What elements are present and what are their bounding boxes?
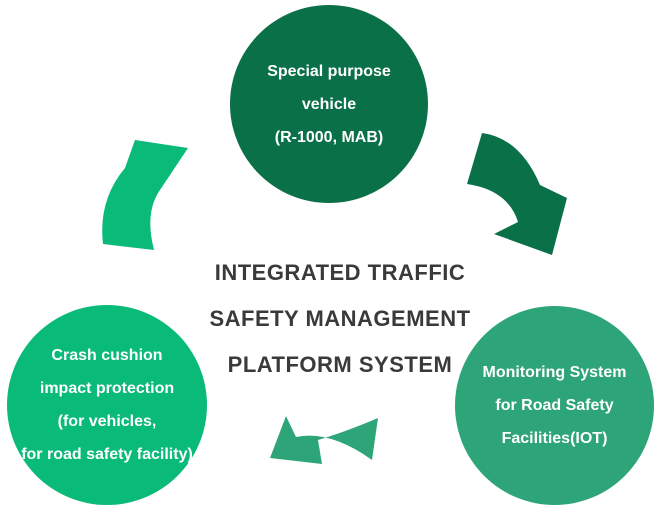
node-left-line-4: for road safety facility) <box>21 446 193 463</box>
center-title: INTEGRATED TRAFFIC SAFETY MANAGEMENT PLA… <box>150 250 530 388</box>
node-top-line-1: Special purpose <box>267 62 391 80</box>
arrow-top-to-right <box>467 133 567 255</box>
center-title-line-1: INTEGRATED TRAFFIC <box>214 260 466 285</box>
node-crash-cushion: Crash cushion impact protection (for veh… <box>7 305 207 505</box>
arrow-left-to-top <box>102 140 188 250</box>
node-right-line-2: for Road Safety <box>495 397 614 414</box>
node-monitoring-system: Monitoring System for Road Safety Facili… <box>455 306 654 505</box>
node-right-line-3: Facilities(IOT) <box>501 430 608 447</box>
node-left-line-3: (for vehicles, <box>57 413 157 430</box>
arrow-right-to-left <box>270 416 378 464</box>
node-special-purpose-vehicle: Special purpose vehicle (R-1000, MAB) <box>230 5 428 203</box>
node-left-line-1: Crash cushion <box>51 347 163 364</box>
node-left-line-2: impact protection <box>39 380 175 397</box>
node-top-line-3: (R-1000, MAB) <box>274 128 384 146</box>
node-right-line-1: Monitoring System <box>482 364 627 381</box>
center-title-line-3: PLATFORM SYSTEM <box>227 352 453 377</box>
center-title-line-2: SAFETY MANAGEMENT <box>209 306 471 331</box>
node-top-line-2: vehicle <box>301 95 357 113</box>
